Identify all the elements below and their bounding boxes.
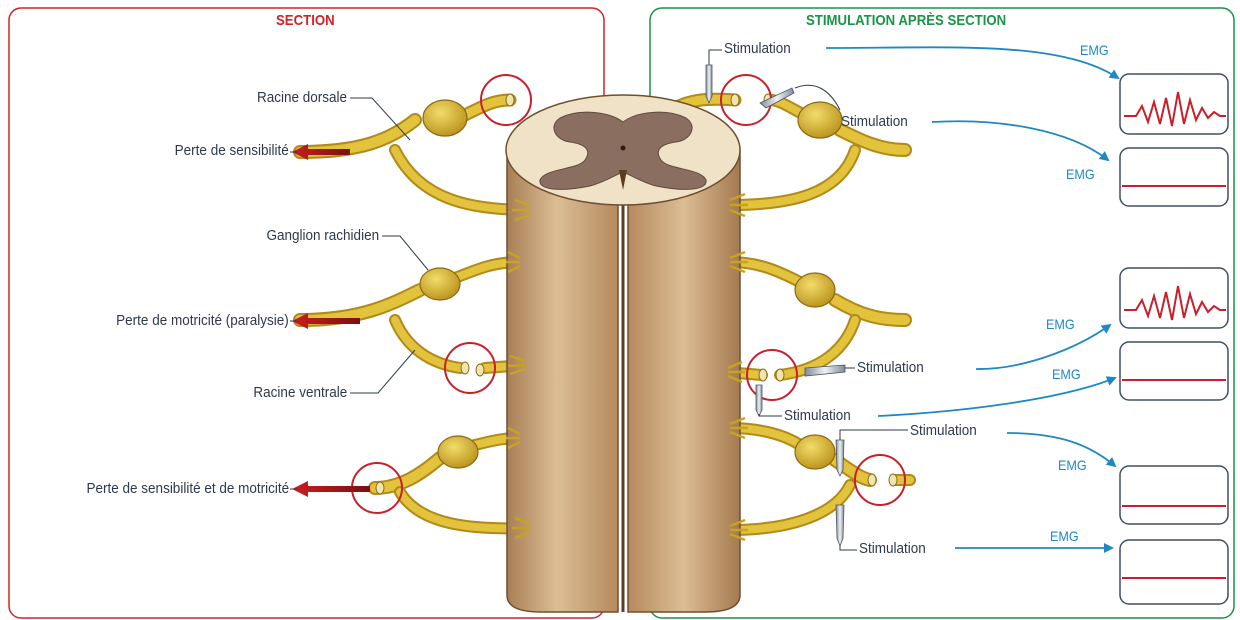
label-racine-dorsale: Racine dorsale bbox=[257, 89, 347, 106]
emg-screen-5 bbox=[1120, 466, 1228, 524]
emg-label-3: EMG bbox=[1046, 316, 1075, 332]
left-nerves bbox=[300, 100, 530, 528]
label-perte-sensibilite: Perte de sensibilité bbox=[175, 142, 289, 159]
section-title: SECTION bbox=[276, 12, 335, 29]
label-perte-motricite: Perte de motricité (paralysie) bbox=[116, 312, 289, 329]
emg-label-6: EMG bbox=[1050, 528, 1079, 544]
stimulation-label-3: Stimulation bbox=[857, 359, 924, 376]
emg-screens bbox=[1120, 74, 1228, 604]
emg-screen-2 bbox=[1120, 148, 1228, 206]
stimulation-label-1: Stimulation bbox=[724, 40, 791, 57]
stimulation-label-4: Stimulation bbox=[784, 407, 851, 424]
emg-screen-3 bbox=[1120, 268, 1228, 328]
label-perte-sens-motricite: Perte de sensibilité et de motricité bbox=[86, 480, 289, 497]
emg-label-4: EMG bbox=[1052, 366, 1081, 382]
label-ganglion-rachidien: Ganglion rachidien bbox=[266, 227, 379, 244]
loss-arrows bbox=[292, 144, 370, 497]
stimulation-label-5: Stimulation bbox=[910, 422, 977, 439]
emg-label-2: EMG bbox=[1066, 166, 1095, 182]
left-ganglia bbox=[420, 100, 478, 468]
stimulation-label-6: Stimulation bbox=[859, 540, 926, 557]
stimulation-title: STIMULATION APRÈS SECTION bbox=[806, 12, 1006, 29]
emg-screen-6 bbox=[1120, 540, 1228, 604]
stimulation-label-2: Stimulation bbox=[841, 113, 908, 130]
emg-screen-4 bbox=[1120, 342, 1228, 400]
label-racine-ventrale: Racine ventrale bbox=[253, 384, 347, 401]
emg-label-1: EMG bbox=[1080, 42, 1109, 58]
spinal-cord bbox=[506, 95, 740, 612]
emg-label-5: EMG bbox=[1058, 457, 1087, 473]
emg-screen-1 bbox=[1120, 74, 1228, 134]
